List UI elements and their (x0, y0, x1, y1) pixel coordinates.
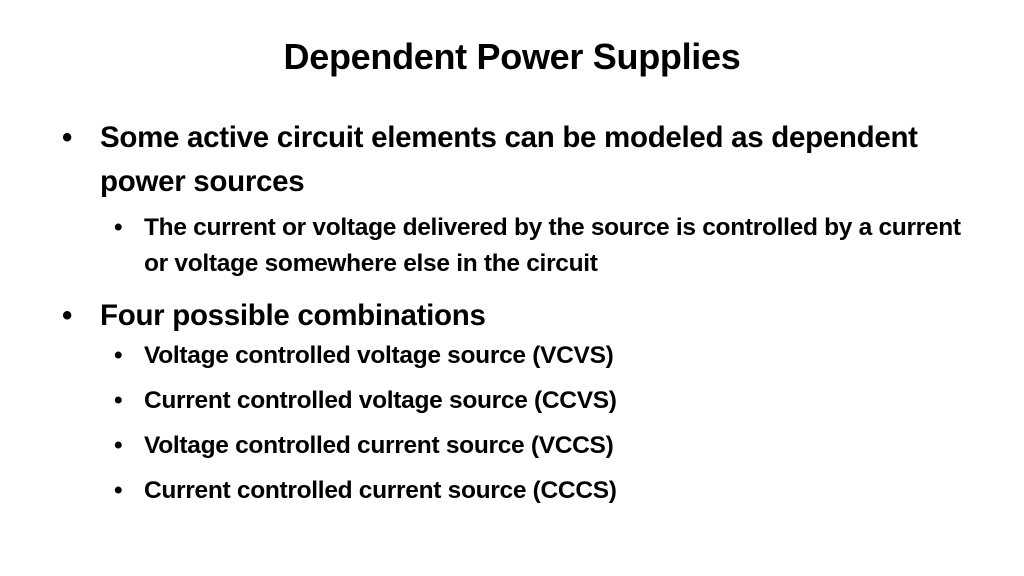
bullet-text: Four possible combinations (100, 299, 486, 332)
slide-title: Dependent Power Supplies (283, 36, 741, 77)
bullet-icon: • (114, 387, 123, 414)
sub-bullet-item: • Voltage controlled voltage source (VCV… (114, 338, 962, 374)
bullet-item: • Some active circuit elements can be mo… (62, 116, 962, 204)
slide-body: • Some active circuit elements can be mo… (62, 116, 962, 518)
sub-bullet-item: • The current or voltage delivered by th… (114, 210, 962, 282)
sub-bullet-item: • Current controlled voltage source (CCV… (114, 383, 962, 419)
bullet-icon: • (62, 299, 73, 332)
bullet-item: • Four possible combinations (62, 294, 962, 338)
bullet-icon: • (114, 432, 123, 459)
sub-bullet-item: • Current controlled current source (CCC… (114, 473, 962, 509)
bullet-icon: • (62, 121, 73, 154)
bullet-icon: • (114, 214, 123, 241)
sub-bullet-list: • Voltage controlled voltage source (VCV… (62, 338, 962, 509)
bullet-icon: • (114, 342, 123, 369)
bullet-icon: • (114, 477, 123, 504)
bullet-text: Some active circuit elements can be mode… (100, 121, 918, 198)
bullet-group: • Some active circuit elements can be mo… (62, 116, 962, 282)
sub-bullet-text: Voltage controlled current source (VCCS) (144, 432, 614, 459)
sub-bullet-item: • Voltage controlled current source (VCC… (114, 428, 962, 464)
sub-bullet-text: Current controlled voltage source (CCVS) (144, 387, 617, 414)
bullet-group: • Four possible combinations • Voltage c… (62, 294, 962, 509)
sub-bullet-list: • The current or voltage delivered by th… (62, 210, 962, 282)
sub-bullet-text: Current controlled current source (CCCS) (144, 477, 617, 504)
sub-bullet-text: The current or voltage delivered by the … (144, 214, 961, 277)
sub-bullet-text: Voltage controlled voltage source (VCVS) (144, 342, 614, 369)
